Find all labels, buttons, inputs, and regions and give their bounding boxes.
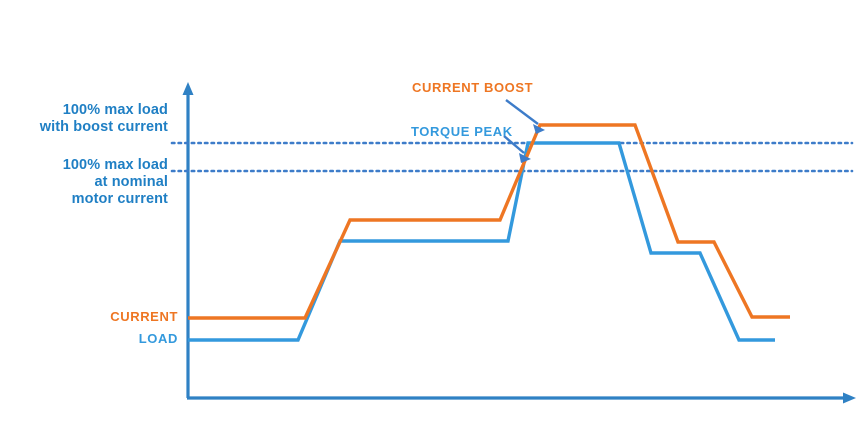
annotation-torque-peak: TORQUE PEAK	[411, 124, 513, 139]
x-axis	[187, 392, 856, 404]
y-axis	[182, 82, 194, 398]
series-label-current: CURRENT	[110, 309, 178, 324]
reference-label-nominal-current: 100% max load at nominal motor current	[62, 157, 168, 207]
annotation-current-boost: CURRENT BOOST	[412, 80, 534, 95]
series-line-current	[188, 123, 790, 320]
reference-label-boost-current: 100% max load with boost current	[39, 102, 168, 135]
torque-peak-arrow-icon	[503, 135, 531, 163]
series-label-load: LOAD	[138, 331, 178, 346]
current-boost-arrow-icon	[505, 99, 545, 134]
